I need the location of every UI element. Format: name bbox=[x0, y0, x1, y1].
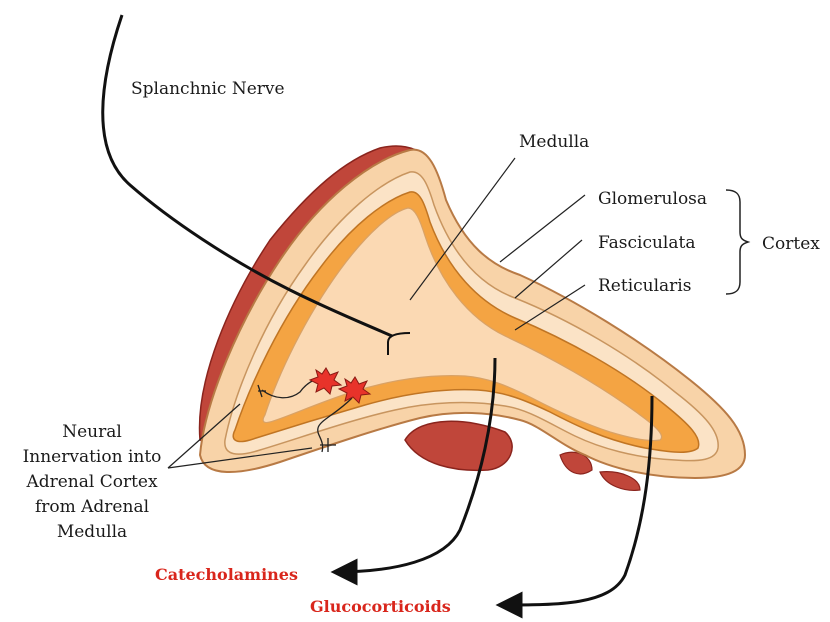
cortex-bracket bbox=[726, 190, 748, 294]
innervation-label-line-4: from Adrenal bbox=[35, 497, 149, 517]
capsule-bottom-right bbox=[600, 472, 640, 491]
innervation-label-line-2: Innervation into bbox=[23, 447, 162, 467]
catecholamines-label: Catecholamines bbox=[155, 565, 298, 584]
innervation-label-line-5: Medulla bbox=[57, 522, 127, 542]
splanchnic-nerve-label: Splanchnic Nerve bbox=[131, 79, 285, 99]
glucocorticoids-label: Glucocorticoids bbox=[310, 597, 451, 616]
innervation-label-line-3: Adrenal Cortex bbox=[25, 472, 158, 492]
glomerulosa-leader bbox=[500, 195, 585, 262]
capsule-bottom-lobe bbox=[405, 421, 512, 470]
fasciculata-label: Fasciculata bbox=[598, 233, 695, 253]
glomerulosa-label: Glomerulosa bbox=[598, 189, 707, 209]
medulla-label: Medulla bbox=[519, 132, 589, 152]
reticularis-label: Reticularis bbox=[598, 276, 691, 296]
cortex-label: Cortex bbox=[762, 234, 820, 254]
innervation-label-line-1: Neural bbox=[62, 422, 122, 442]
